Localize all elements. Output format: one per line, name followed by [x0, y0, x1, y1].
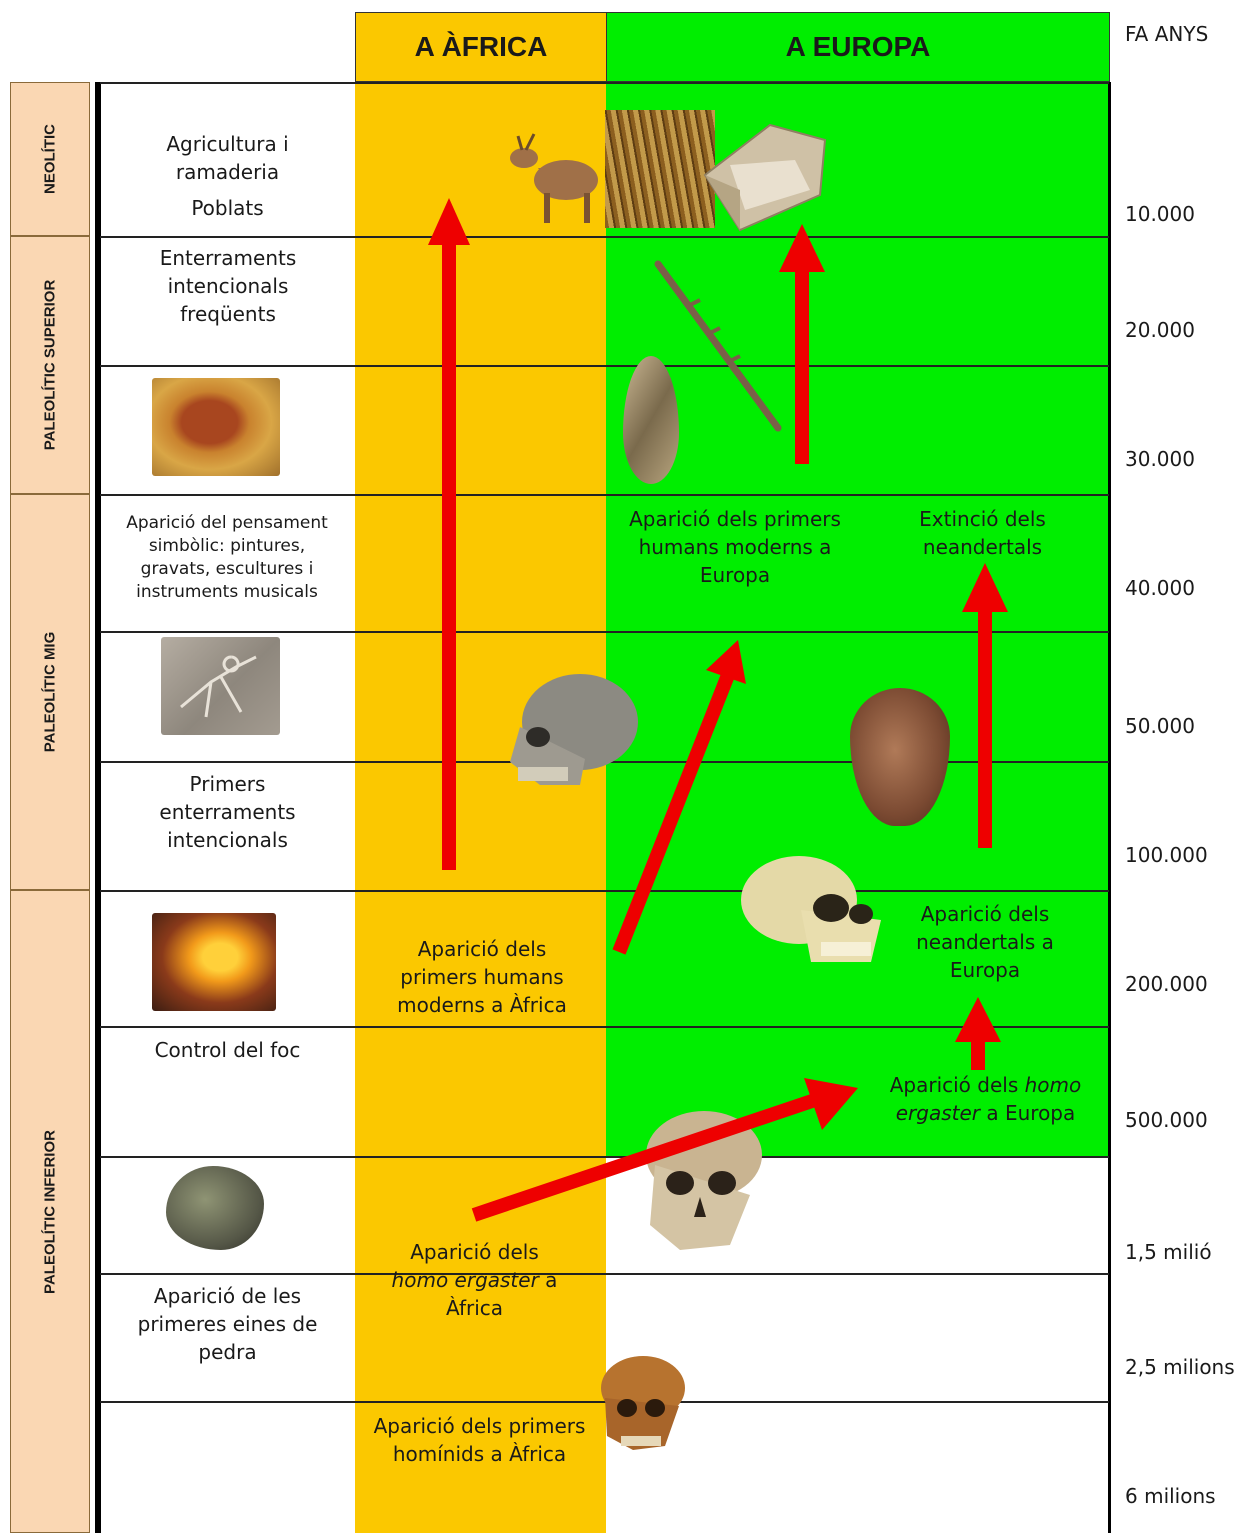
- arrow-neandertals-head: [955, 997, 1001, 1042]
- arrow-extincio-head: [962, 563, 1008, 612]
- arrow-ergaster-to-europe: [474, 1100, 815, 1215]
- arrow-europe-neolithic-head: [779, 224, 825, 272]
- arrow-africa-long-head: [428, 198, 470, 245]
- arrow-humans-to-europe: [619, 670, 730, 952]
